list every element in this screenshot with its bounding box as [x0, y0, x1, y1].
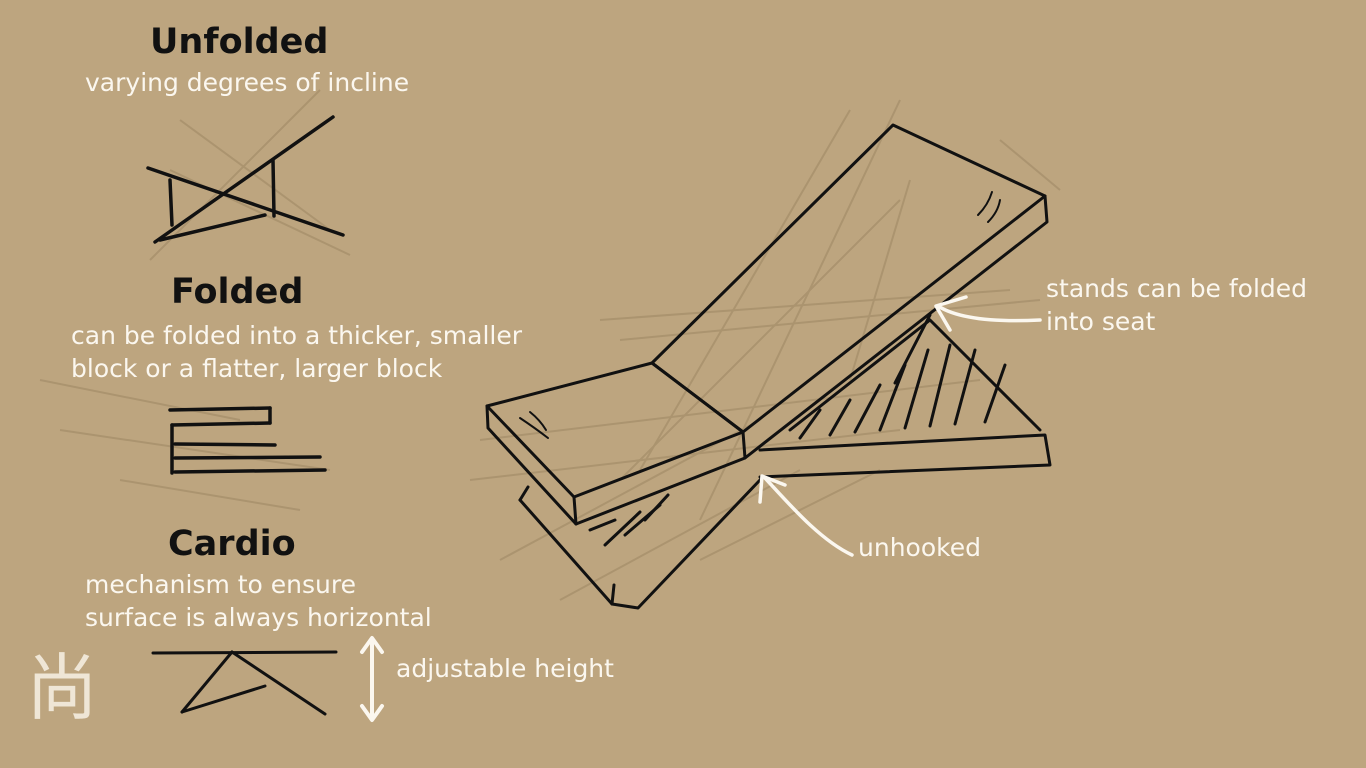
folded-sketch — [170, 408, 325, 473]
cardio-heading: Cardio — [168, 524, 296, 564]
cardio-sketch — [153, 652, 336, 714]
unfolded-heading: Unfolded — [150, 22, 328, 62]
folded-description-line-2: block or a flatter, larger block — [71, 352, 522, 385]
unfolded-description-line: varying degrees of incline — [85, 66, 409, 99]
cardio-description: mechanism to ensure surface is always ho… — [85, 568, 432, 634]
adjustable-height-label: adjustable height — [396, 652, 614, 685]
folded-description-line-1: can be folded into a thicker, smaller — [71, 319, 522, 352]
folded-description: can be folded into a thicker, smaller bl… — [71, 319, 522, 385]
unfolded-description: varying degrees of incline — [85, 66, 409, 99]
height-double-arrow — [362, 638, 382, 720]
cardio-description-line-1: mechanism to ensure — [85, 568, 432, 601]
adjustable-height-text: adjustable height — [396, 652, 614, 685]
unfolded-sketch — [148, 117, 343, 242]
folded-heading: Folded — [171, 272, 303, 312]
stands-fold-line-2: into seat — [1046, 305, 1307, 338]
cardio-description-line-2: surface is always horizontal — [85, 601, 432, 634]
unhooked-text: unhooked — [858, 531, 981, 564]
signature-glyph: 尚 — [26, 652, 98, 724]
stands-fold-line-1: stands can be folded — [1046, 272, 1307, 305]
unhooked-label: unhooked — [858, 531, 981, 564]
stands-fold-label: stands can be folded into seat — [1046, 272, 1307, 338]
